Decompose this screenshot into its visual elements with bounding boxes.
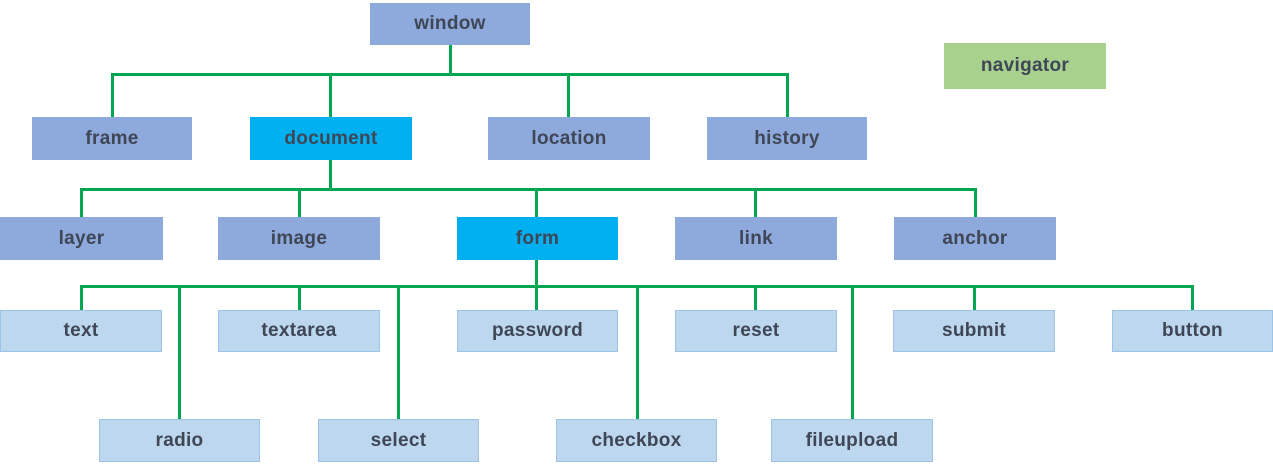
node-document: document [250,117,412,160]
connector-drop-image [298,188,301,217]
node-fileupload: fileupload [771,419,933,462]
connector-window-stem [449,45,452,74]
connector-drop-form [535,188,538,217]
connector-form-stem [535,260,538,287]
node-frame: frame [32,117,192,160]
connector-drop-frame [111,73,114,118]
node-radio: radio [99,419,260,462]
node-layer: layer [0,217,163,260]
node-window: window [370,3,530,45]
node-image: image [218,217,380,260]
node-location: location [488,117,650,160]
node-textarea: textarea [218,310,380,352]
connector-drop-submit [973,285,976,311]
node-link: link [675,217,837,260]
connector-drop-fileupload [851,285,854,420]
node-button: button [1112,310,1273,352]
node-reset: reset [675,310,837,352]
node-navigator: navigator [944,43,1106,89]
connector-drop-layer [80,188,83,217]
connector-document-stem [329,160,332,190]
node-password: password [457,310,618,352]
connector-window-rail [111,73,789,76]
connector-document-rail [80,188,977,191]
connector-drop-button [1191,285,1194,311]
node-checkbox: checkbox [556,419,717,462]
connector-drop-select [397,285,400,420]
node-submit: submit [893,310,1055,352]
connector-drop-radio [178,285,181,420]
node-text: text [0,310,162,352]
connector-drop-anchor [974,188,977,217]
connector-drop-link [754,188,757,217]
connector-drop-text [80,285,83,311]
connector-drop-textarea [298,285,301,311]
connector-drop-password [535,285,538,311]
connector-drop-location [567,73,570,118]
node-anchor: anchor [894,217,1056,260]
node-history: history [707,117,867,160]
connector-drop-checkbox [636,285,639,420]
connector-drop-reset [754,285,757,311]
node-select: select [318,419,479,462]
connector-drop-history [786,73,789,118]
node-form: form [457,217,618,260]
connector-drop-document [329,73,332,118]
